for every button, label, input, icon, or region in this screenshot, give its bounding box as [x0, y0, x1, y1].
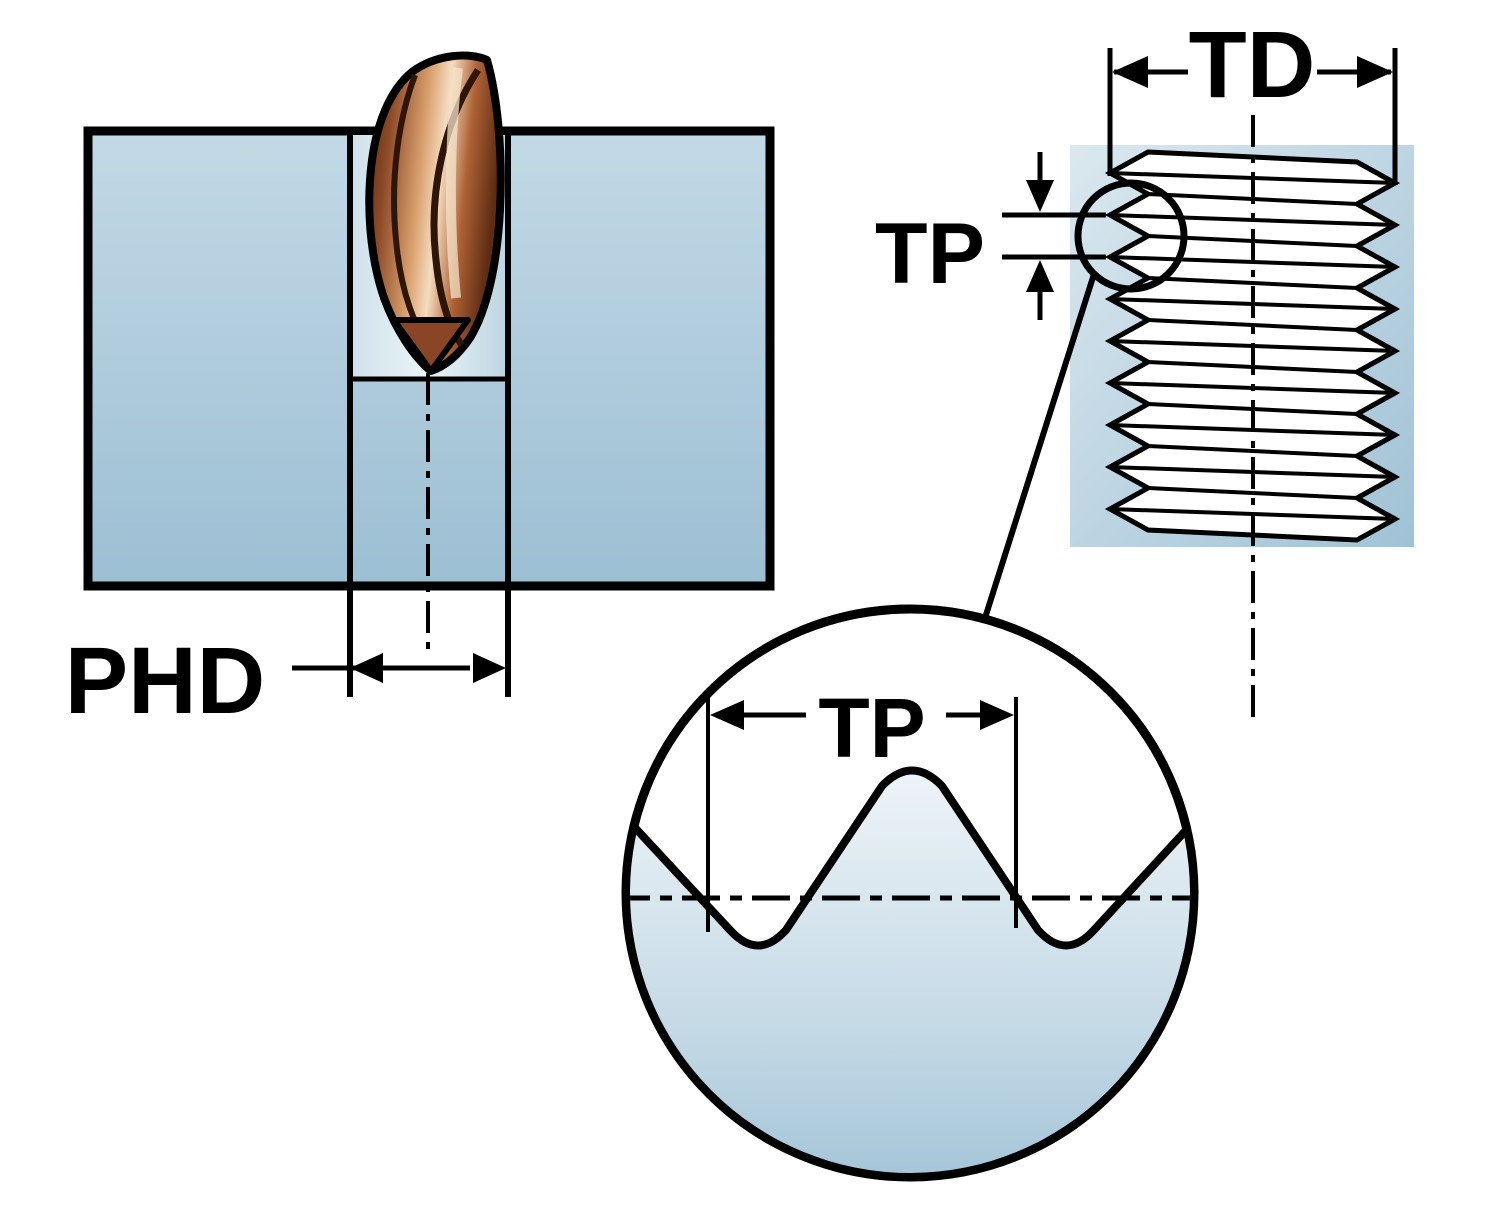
thread-mill-tool-icon — [365, 51, 505, 375]
detail-leader-line — [982, 273, 1097, 619]
arrowhead-left-icon — [710, 700, 744, 730]
tp-dimension-side — [1002, 152, 1106, 320]
phd-label: PHD — [65, 628, 266, 734]
arrowhead-right-icon — [1357, 56, 1393, 88]
arrowhead-right-icon — [473, 653, 506, 683]
td-dimension — [1107, 48, 1398, 185]
arrowhead-up-icon — [1026, 260, 1054, 292]
tp-dimension-detail — [706, 697, 1018, 932]
phd-dimension — [292, 653, 506, 683]
workpiece-section: PHD — [65, 51, 775, 734]
arrowhead-left-icon — [350, 653, 383, 683]
tp-label-detail: TP — [818, 681, 925, 775]
arrowhead-left-icon — [1112, 56, 1148, 88]
td-label: TD — [1189, 12, 1316, 118]
detail-indicator-circle-icon — [1074, 179, 1188, 293]
arrowhead-down-icon — [1026, 180, 1054, 212]
tp-label-side: TP — [875, 206, 985, 302]
thread-detail-view: TP — [621, 604, 1199, 1182]
threaded-hole-section: TD TP — [875, 12, 1414, 718]
arrowhead-right-icon — [980, 700, 1014, 730]
